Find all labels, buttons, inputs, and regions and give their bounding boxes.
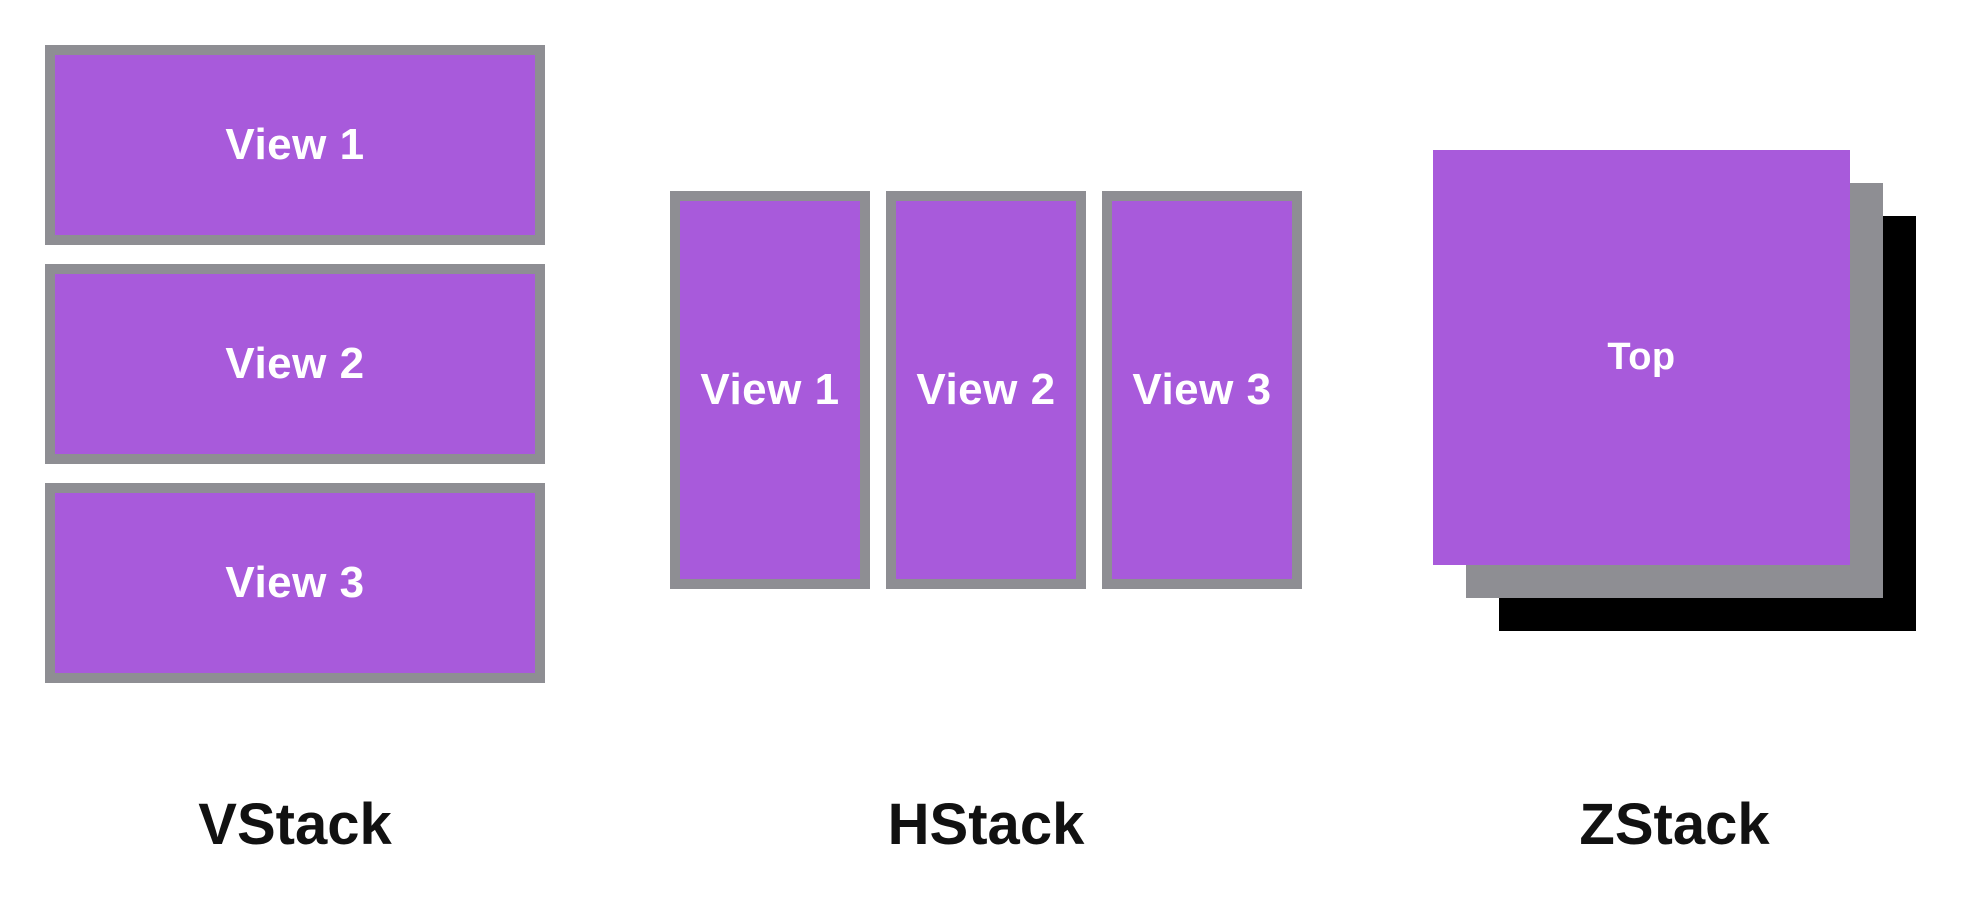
vstack-view-2: View 2 (45, 264, 545, 464)
vstack-view-1: View 1 (45, 45, 545, 245)
vstack-view-1-label: View 1 (225, 120, 365, 169)
vstack-caption: VStack (198, 792, 392, 857)
vstack-view-3-label: View 3 (225, 558, 365, 607)
hstack-view-2: View 2 (886, 191, 1086, 589)
zstack-figure: Top (1433, 150, 1916, 631)
hstack-caption: HStack (887, 792, 1085, 857)
hstack-view-2-label: View 2 (916, 365, 1056, 414)
hstack-view-3: View 3 (1102, 191, 1302, 589)
hstack-view-1: View 1 (670, 191, 870, 589)
hstack-figure: View 1 View 2 View 3 (670, 191, 1302, 589)
zstack-top-layer: Top (1433, 150, 1850, 565)
zstack-caption: ZStack (1579, 792, 1770, 857)
hstack-view-1-label: View 1 (700, 365, 840, 414)
hstack-view-3-label: View 3 (1132, 365, 1272, 414)
vstack-view-3: View 3 (45, 483, 545, 683)
vstack-view-2-label: View 2 (225, 339, 365, 388)
vstack-figure: View 1 View 2 View 3 (45, 45, 545, 683)
zstack-top-layer-label: Top (1607, 336, 1676, 378)
